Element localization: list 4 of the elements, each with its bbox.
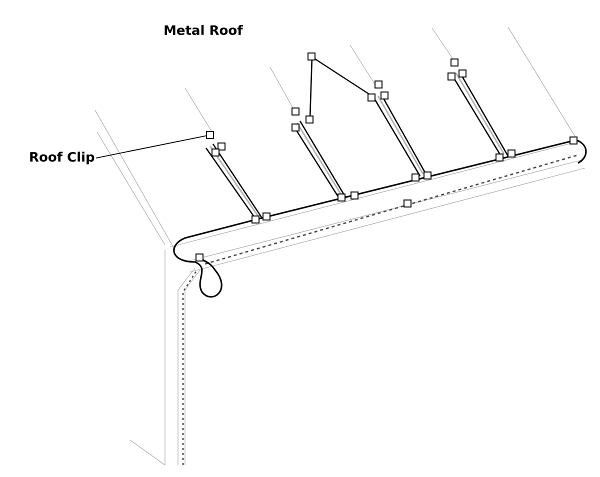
leader-line [96, 135, 206, 158]
roof-clip [206, 131, 214, 139]
callout-label: Roof Clip [30, 152, 94, 164]
title-label: Metal Roof [164, 24, 243, 36]
